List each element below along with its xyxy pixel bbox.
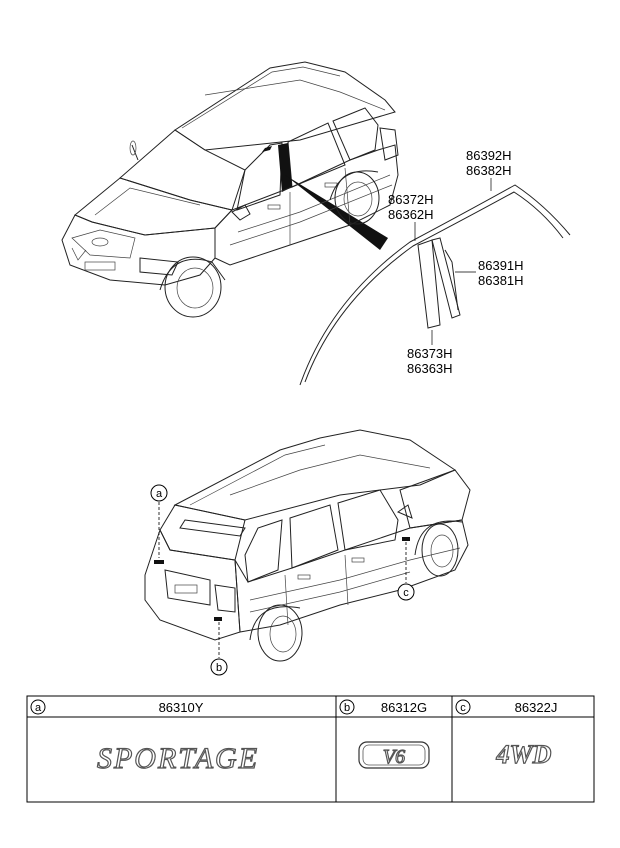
- table-column-a: a 86310Y SPORTAGE: [30, 699, 259, 776]
- svg-text:b: b: [216, 662, 222, 674]
- front-vehicle-illustration: [61, 61, 399, 318]
- label-86363H: 86363H: [407, 361, 453, 376]
- table-column-c: c 86322J 4WD: [455, 699, 558, 770]
- 4wd-emblem: 4WD: [496, 740, 552, 769]
- v6-emblem-frame: [358, 741, 430, 769]
- table-letter-a: a: [35, 702, 42, 714]
- table-letter-b: b: [344, 702, 350, 714]
- svg-text:c: c: [403, 587, 409, 599]
- rear-vehicle-illustration: a b c: [144, 429, 471, 676]
- molding-detail: 86392H 86382H 86372H 86362H 86391H 86381…: [299, 148, 571, 386]
- callout-b: b: [210, 658, 228, 676]
- label-86392H: 86392H: [466, 148, 512, 163]
- table-partno-c: 86322J: [515, 700, 558, 715]
- label-86391H: 86391H: [478, 258, 524, 273]
- label-86373H: 86373H: [407, 346, 453, 361]
- parts-table: a 86310Y SPORTAGE b 86312G V6 c 86322J 4…: [26, 695, 595, 803]
- label-86381H: 86381H: [478, 273, 524, 288]
- callout-a: a: [150, 484, 168, 502]
- table-partno-a: 86310Y: [159, 700, 204, 715]
- table-letter-c: c: [460, 702, 466, 714]
- label-86382H: 86382H: [466, 163, 512, 178]
- callout-c: c: [397, 583, 415, 601]
- v6-emblem: V6: [383, 746, 405, 768]
- table-column-b: b 86312G V6: [339, 699, 430, 769]
- svg-text:a: a: [156, 488, 163, 500]
- label-86372H: 86372H: [388, 192, 434, 207]
- sportage-emblem: SPORTAGE: [97, 742, 259, 775]
- label-86362H: 86362H: [388, 207, 434, 222]
- table-partno-b: 86312G: [381, 700, 427, 715]
